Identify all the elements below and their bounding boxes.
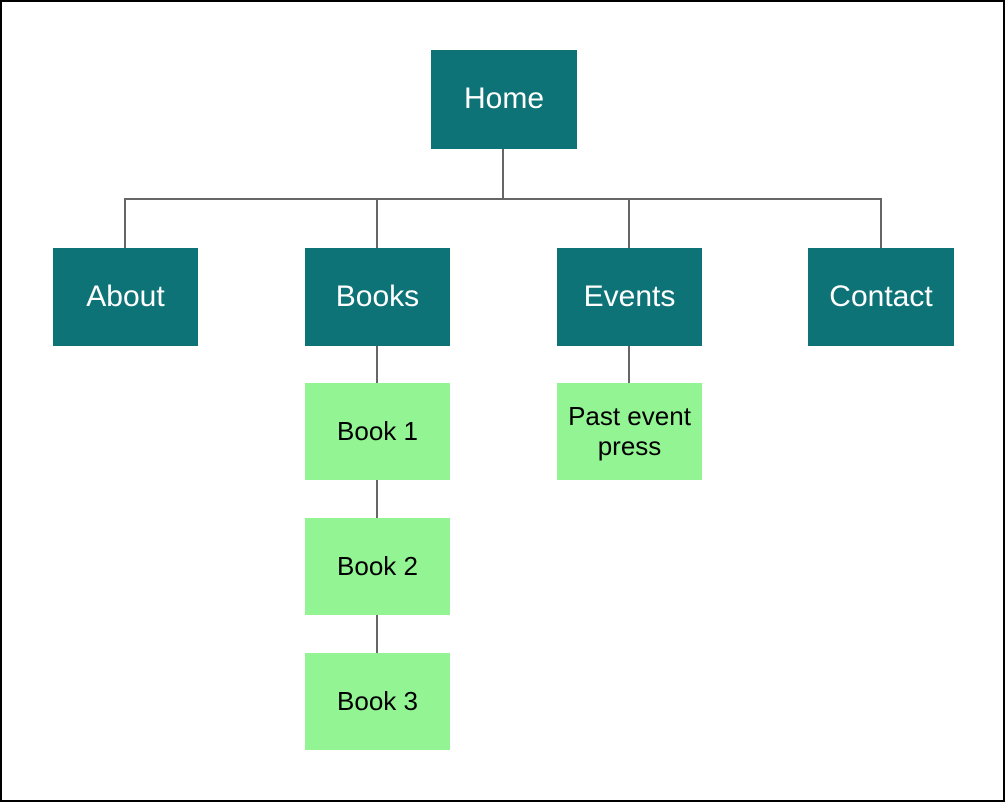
node-past-event-press[interactable]: Past event press xyxy=(557,383,702,480)
node-book2[interactable]: Book 2 xyxy=(305,518,450,615)
connector-home-trunk xyxy=(502,149,504,199)
connector-books-book1 xyxy=(376,346,378,383)
connector-level1-bar xyxy=(124,198,882,200)
node-about[interactable]: About xyxy=(53,248,198,346)
connector-book1-book2 xyxy=(376,480,378,518)
node-home-label: Home xyxy=(463,82,545,116)
connector-book2-book3 xyxy=(376,615,378,653)
node-contact[interactable]: Contact xyxy=(808,248,954,346)
node-book1-label: Book 1 xyxy=(337,415,418,446)
node-book3-label: Book 3 xyxy=(337,685,418,716)
node-book1[interactable]: Book 1 xyxy=(305,383,450,480)
connector-events-pastpress xyxy=(628,346,630,383)
node-book2-label: Book 2 xyxy=(337,550,418,581)
node-books-label: Books xyxy=(335,279,420,313)
node-events-label: Events xyxy=(583,279,676,313)
node-contact-label: Contact xyxy=(829,279,933,313)
node-home[interactable]: Home xyxy=(431,50,577,149)
connector-home-events xyxy=(628,200,630,248)
connector-home-contact xyxy=(880,200,882,248)
node-events[interactable]: Events xyxy=(557,248,702,346)
node-past-event-press-label: Past event press xyxy=(568,400,691,461)
node-books[interactable]: Books xyxy=(305,248,450,346)
node-about-label: About xyxy=(86,279,165,313)
connector-home-books xyxy=(376,200,378,248)
node-book3[interactable]: Book 3 xyxy=(305,653,450,750)
connector-home-about xyxy=(124,200,126,248)
